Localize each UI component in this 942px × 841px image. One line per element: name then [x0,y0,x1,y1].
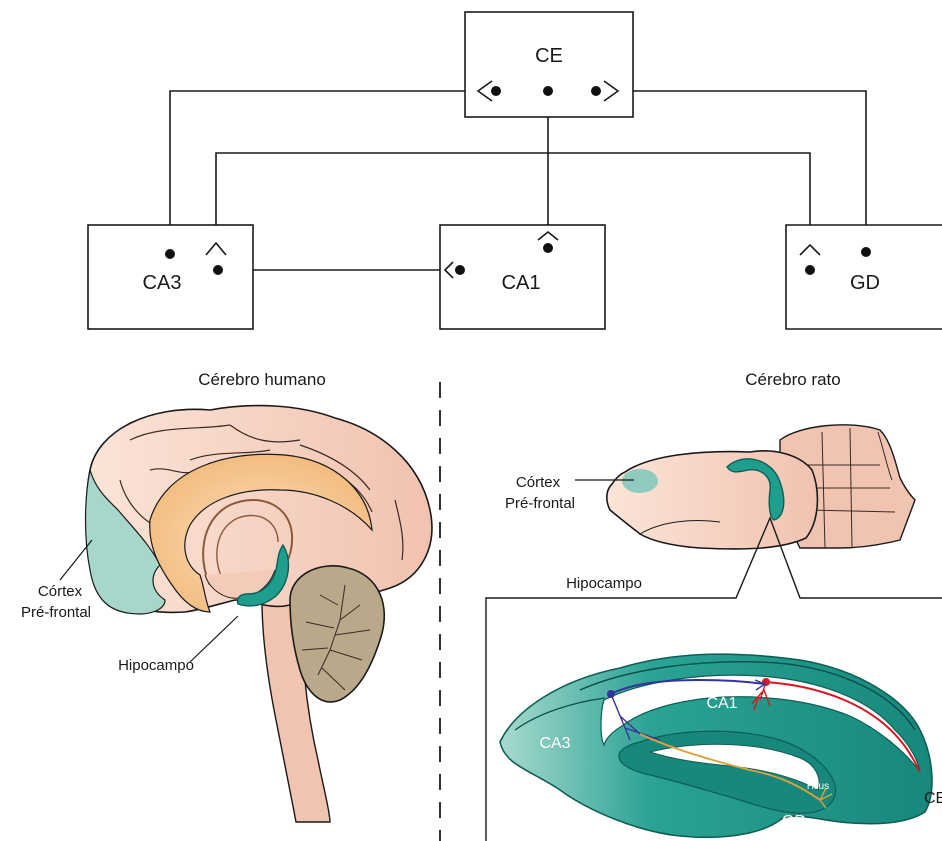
gd-label: GD [850,272,880,294]
inset-ce-label: CE [924,790,942,807]
rat-cortex-label-line1: Córtex [516,474,561,491]
circuit-diagram: CE CA3 CA1 GD [88,12,942,329]
inset-ca3-label: CA3 [539,735,570,752]
ca3-input-dot [165,249,175,259]
human-hippocampus-leader [190,616,238,662]
human-cortex-label-line2: Pré-frontal [21,604,91,621]
human-hippocampus-label: Hipocampo [118,657,194,674]
ce-label: CE [535,45,563,67]
rat-cortex-label-line2: Pré-frontal [505,495,575,512]
ce-output-dot-left [491,86,501,96]
rat-cerebrum [607,451,818,549]
ca1-dot-left [455,265,465,275]
ce-output-dot-right [591,86,601,96]
ca1-label: CA1 [502,272,541,294]
human-cortex-leader [60,540,92,580]
ca1-dot-top [543,243,553,253]
hippocampus-inset: CA1 CA3 Hilus GD CE [500,654,942,837]
rat-hippocampus-label: Hipocampo [566,575,642,592]
gd-dot-right [861,247,871,257]
rat-prefrontal-cortex [622,469,658,493]
human-cerebellum [290,566,384,702]
ce-output-dot-center [543,86,553,96]
ca3-label: CA3 [143,272,182,294]
human-cortex-label-line1: Córtex [38,583,83,600]
rat-title: Cérebro rato [745,370,840,389]
inset-gd-label: GD [782,813,806,830]
ca3-output-dot [213,265,223,275]
human-title: Cérebro humano [198,370,326,389]
gd-dot-left [805,265,815,275]
inset-hilus-label: Hilus [807,781,829,792]
human-brain: Cérebro humano [21,370,432,822]
inset-ca1-label: CA1 [706,695,737,712]
